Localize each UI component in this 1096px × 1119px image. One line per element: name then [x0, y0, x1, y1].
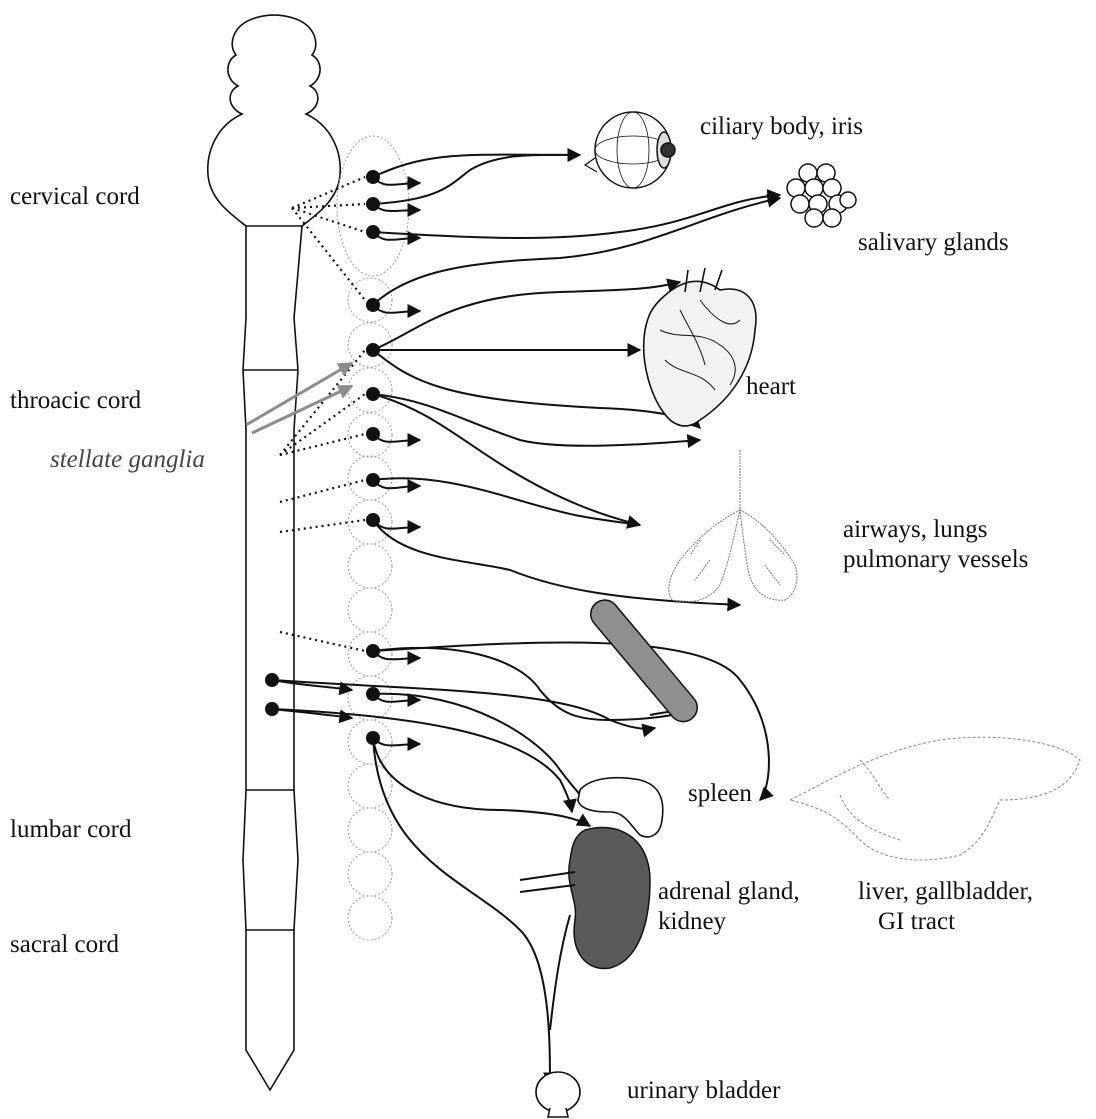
label-urinary-bladder: urinary bladder [627, 1076, 780, 1106]
label-lumbar-cord: lumbar cord [10, 815, 131, 845]
kidney-icon [520, 827, 650, 1030]
label-sacral-cord: sacral cord [10, 930, 119, 960]
label-thoracic-cord: throacic cord [10, 386, 141, 416]
label-spleen: spleen [688, 779, 752, 809]
label-salivary-glands: salivary glands [858, 228, 1009, 258]
brainstem [208, 15, 340, 226]
label-liver-gi-line-1: liver, gallbladder, [858, 877, 1033, 907]
spinal-cord [208, 15, 340, 1090]
label-airways-lungs-line-1: airways, lungs [843, 515, 1028, 545]
label-stellate-ganglia: stellate ganglia [50, 445, 205, 475]
label-liver-gi-line-2: GI tract [858, 907, 1033, 937]
eye-icon [585, 112, 675, 188]
salivary-glands-icon [787, 164, 856, 227]
sympathetic-chain [337, 136, 409, 940]
label-airways-lungs: airways, lungs pulmonary vessels [843, 515, 1028, 575]
label-adrenal-kidney: adrenal gland, kidney [658, 877, 800, 937]
spleen-icon [585, 594, 703, 727]
liver-icon [790, 737, 1080, 860]
stellate-arrows [246, 363, 352, 433]
label-adrenal-kidney-line-2: kidney [658, 907, 800, 937]
label-liver-gi: liver, gallbladder, GI tract [858, 877, 1033, 937]
label-adrenal-kidney-line-1: adrenal gland, [658, 877, 800, 907]
urinary-bladder-icon [536, 1072, 580, 1117]
ganglion-neurons [265, 170, 380, 745]
cord-outline [243, 226, 302, 1090]
label-heart: heart [746, 372, 796, 402]
label-cervical-cord: cervical cord [10, 182, 140, 212]
lungs-icon [669, 450, 797, 602]
label-airways-lungs-line-2: pulmonary vessels [843, 545, 1028, 575]
heart-icon [644, 268, 756, 426]
label-ciliary-body-iris: ciliary body, iris [700, 112, 863, 142]
